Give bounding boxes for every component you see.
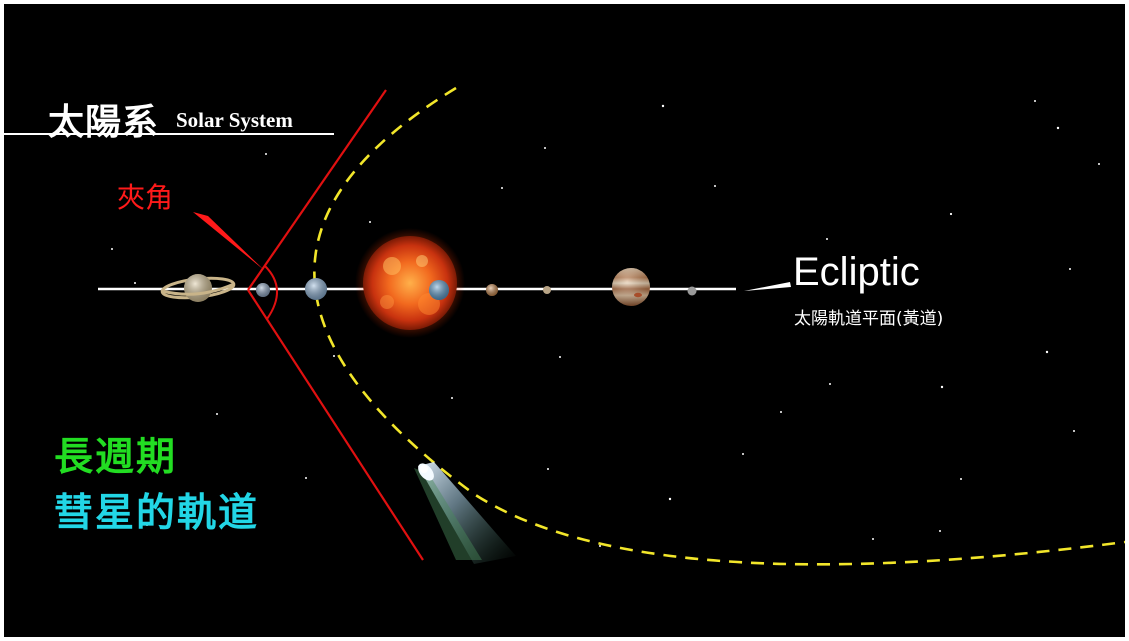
mars-icon [486, 284, 498, 296]
angle-line-lower [247, 289, 424, 561]
title-chinese: 太陽系 [48, 101, 160, 143]
venus-icon [305, 278, 327, 300]
sun-icon [355, 228, 465, 338]
title-english: Solar System [176, 108, 293, 132]
ecliptic-label: Ecliptic [793, 250, 920, 294]
caption-long-period: 長週期 [54, 435, 178, 480]
ecliptic-pointer [744, 282, 791, 291]
star-field [111, 100, 1100, 547]
angle-pointer [193, 212, 264, 270]
angle-arc [264, 265, 278, 320]
ecliptic-sublabel: 太陽軌道平面(黃道) [794, 309, 944, 329]
slide-background: 太陽系 Solar System 夾角 Ecliptic 太陽軌道平面(黃道) … [4, 4, 1125, 637]
comet-icon [414, 462, 516, 564]
earth-icon [429, 280, 449, 300]
comet-orbit-path [313, 86, 1125, 566]
solar-system-diagram [4, 86, 1125, 566]
mercury-icon [256, 283, 270, 297]
angle-line-upper [247, 89, 387, 291]
saturn-icon [160, 274, 236, 302]
angle-label: 夾角 [117, 181, 174, 214]
uranus-icon [687, 286, 697, 296]
caption-comet-orbit: 彗星的軌道 [54, 491, 260, 536]
jupiter-icon [612, 268, 650, 306]
moon-icon [543, 286, 551, 294]
